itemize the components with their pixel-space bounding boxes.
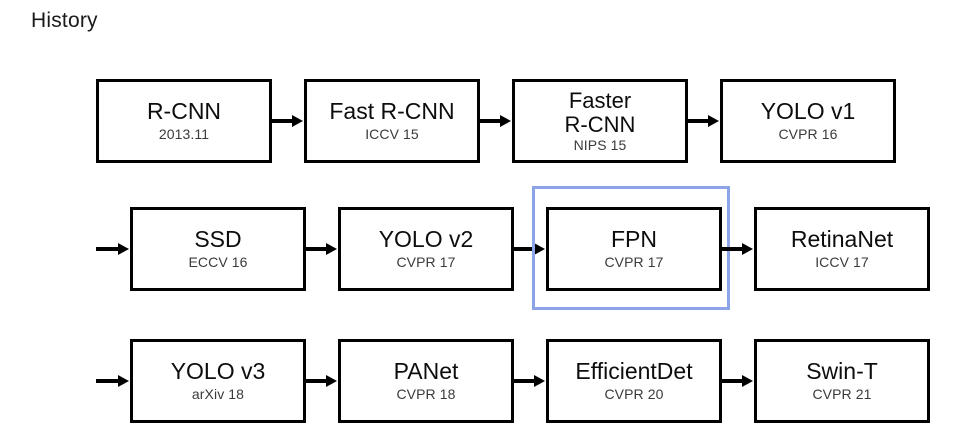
arrow-shaft xyxy=(514,247,536,251)
node-subtitle: ICCV 17 xyxy=(815,254,869,271)
arrow-head-icon xyxy=(292,115,303,127)
arrow-shaft xyxy=(306,379,328,383)
arrow-head-icon xyxy=(118,243,129,255)
node-wrap-faster-r-cnn: Faster R-CNN NIPS 15 xyxy=(512,79,688,163)
arrow-faster-r-cnn-to-yolo-v1 xyxy=(688,115,720,127)
arrow-ssd-to-yolo-v2 xyxy=(306,243,338,255)
arrow-shaft xyxy=(480,119,502,123)
node-r-cnn[interactable]: R-CNN 2013.11 xyxy=(96,79,272,163)
node-subtitle: arXiv 18 xyxy=(191,386,245,403)
arrow-shaft xyxy=(96,379,120,383)
flowchart-row-3: YOLO v3 arXiv 18 PANet CVPR 18 Efficient… xyxy=(96,339,930,423)
arrow-efficientdet-to-swin-t xyxy=(722,375,754,387)
node-title: R-CNN xyxy=(146,98,222,125)
node-ssd[interactable]: SSD ECCV 16 xyxy=(130,207,306,291)
arrow-shaft xyxy=(272,119,294,123)
node-wrap-r-cnn: R-CNN 2013.11 xyxy=(96,79,272,163)
node-title: PANet xyxy=(393,358,459,385)
arrow-shaft xyxy=(96,247,120,251)
node-wrap-yolo-v3: YOLO v3 arXiv 18 xyxy=(130,339,306,423)
node-wrap-fast-r-cnn: Fast R-CNN ICCV 15 xyxy=(304,79,480,163)
arrow-head-icon xyxy=(742,243,753,255)
node-title: Faster R-CNN xyxy=(564,88,636,138)
arrow-wrap-into-row-2 xyxy=(96,243,130,255)
node-wrap-retinanet: RetinaNet ICCV 17 xyxy=(754,207,930,291)
node-wrap-efficientdet: EfficientDet CVPR 20 xyxy=(546,339,722,423)
node-title: RetinaNet xyxy=(790,226,894,253)
arrow-fast-r-cnn-to-faster-r-cnn xyxy=(480,115,512,127)
arrow-head-icon xyxy=(534,243,545,255)
node-wrap-ssd: SSD ECCV 16 xyxy=(130,207,306,291)
arrow-head-icon xyxy=(742,375,753,387)
node-subtitle: ICCV 15 xyxy=(365,126,419,143)
arrow-fpn-to-retinanet xyxy=(722,243,754,255)
arrow-head-icon xyxy=(500,115,511,127)
node-subtitle: CVPR 20 xyxy=(604,386,664,403)
node-title: EfficientDet xyxy=(575,358,693,385)
node-title: SSD xyxy=(194,226,242,253)
flowchart-row-2: SSD ECCV 16 YOLO v2 CVPR 17 FPN CVPR 17 xyxy=(96,186,930,310)
arrow-shaft xyxy=(688,119,710,123)
node-subtitle: 2013.11 xyxy=(158,126,210,143)
arrow-head-icon xyxy=(326,243,337,255)
flowchart-row-1: R-CNN 2013.11 Fast R-CNN ICCV 15 Faster … xyxy=(96,79,896,163)
node-title: Fast R-CNN xyxy=(329,98,455,125)
arrow-head-icon xyxy=(326,375,337,387)
arrow-yolo-v3-to-panet xyxy=(306,375,338,387)
arrow-wrap-into-row-3 xyxy=(96,375,130,387)
node-title: Swin-T xyxy=(806,358,878,385)
node-wrap-yolo-v2: YOLO v2 CVPR 17 xyxy=(338,207,514,291)
node-wrap-swin-t: Swin-T CVPR 21 xyxy=(754,339,930,423)
arrow-panet-to-efficientdet xyxy=(514,375,546,387)
arrow-shaft xyxy=(514,379,536,383)
node-subtitle: CVPR 17 xyxy=(604,254,664,271)
page-title: History xyxy=(31,9,98,32)
arrow-shaft xyxy=(306,247,328,251)
node-subtitle: CVPR 18 xyxy=(396,386,456,403)
arrow-yolo-v2-to-fpn xyxy=(514,243,546,255)
node-title: YOLO v3 xyxy=(170,358,266,385)
arrow-head-icon xyxy=(534,375,545,387)
node-subtitle: NIPS 15 xyxy=(573,136,627,153)
node-subtitle: ECCV 16 xyxy=(188,254,248,271)
node-subtitle: CVPR 21 xyxy=(812,386,872,403)
arrow-shaft xyxy=(722,379,744,383)
node-yolo-v1[interactable]: YOLO v1 CVPR 16 xyxy=(720,79,896,163)
arrow-head-icon xyxy=(708,115,719,127)
node-yolo-v3[interactable]: YOLO v3 arXiv 18 xyxy=(130,339,306,423)
node-fpn[interactable]: FPN CVPR 17 xyxy=(546,207,722,291)
node-subtitle: CVPR 17 xyxy=(396,254,456,271)
arrow-r-cnn-to-fast-r-cnn xyxy=(272,115,304,127)
node-yolo-v2[interactable]: YOLO v2 CVPR 17 xyxy=(338,207,514,291)
node-swin-t[interactable]: Swin-T CVPR 21 xyxy=(754,339,930,423)
arrow-head-icon xyxy=(118,375,129,387)
node-wrap-yolo-v1: YOLO v1 CVPR 16 xyxy=(720,79,896,163)
node-title: YOLO v2 xyxy=(378,226,474,253)
node-title: YOLO v1 xyxy=(760,98,856,125)
node-panet[interactable]: PANet CVPR 18 xyxy=(338,339,514,423)
arrow-shaft xyxy=(722,247,744,251)
node-fast-r-cnn[interactable]: Fast R-CNN ICCV 15 xyxy=(304,79,480,163)
node-wrap-fpn: FPN CVPR 17 xyxy=(532,186,730,310)
node-faster-r-cnn[interactable]: Faster R-CNN NIPS 15 xyxy=(512,79,688,163)
node-wrap-panet: PANet CVPR 18 xyxy=(338,339,514,423)
node-title: FPN xyxy=(611,226,657,253)
node-efficientdet[interactable]: EfficientDet CVPR 20 xyxy=(546,339,722,423)
node-retinanet[interactable]: RetinaNet ICCV 17 xyxy=(754,207,930,291)
node-subtitle: CVPR 16 xyxy=(778,126,838,143)
